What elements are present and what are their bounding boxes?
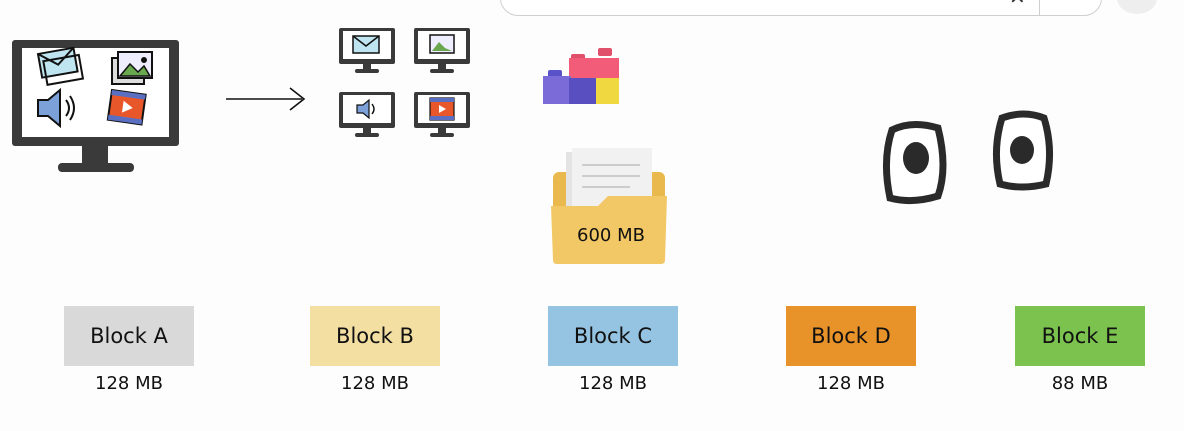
search-divider (1039, 0, 1040, 15)
folder-icon (551, 148, 667, 264)
search-bar[interactable]: ✕ ⌕ (500, 0, 1102, 16)
arrow-icon (226, 87, 306, 111)
folder-size-label: 600 MB (577, 225, 645, 246)
clear-icon[interactable]: ✕ (1009, 0, 1026, 9)
video-icon (106, 88, 147, 126)
block-b: Block B (310, 306, 440, 366)
small-monitor-audio (339, 92, 395, 137)
block-b-size: 128 MB (341, 373, 409, 394)
block-e-size: 88 MB (1051, 373, 1109, 394)
block-e: Block E (1015, 306, 1145, 366)
small-monitor-image (414, 28, 470, 73)
block-c-size: 128 MB (579, 373, 647, 394)
small-monitor-video (414, 92, 470, 137)
block-c: Block C (548, 306, 678, 366)
audio-icon (37, 87, 75, 129)
image-icon (111, 51, 153, 85)
email-icon (36, 46, 85, 86)
block-a: Block A (64, 306, 194, 366)
small-monitor-email (339, 28, 395, 73)
block-a-size: 128 MB (95, 373, 163, 394)
block-d-size: 128 MB (817, 373, 885, 394)
lego-bricks-icon (543, 48, 619, 104)
block-d: Block D (786, 306, 916, 366)
mic-icon[interactable] (1117, 0, 1157, 14)
search-icon[interactable]: ⌕ (1061, 0, 1071, 4)
storage-node-icon (882, 110, 1054, 205)
